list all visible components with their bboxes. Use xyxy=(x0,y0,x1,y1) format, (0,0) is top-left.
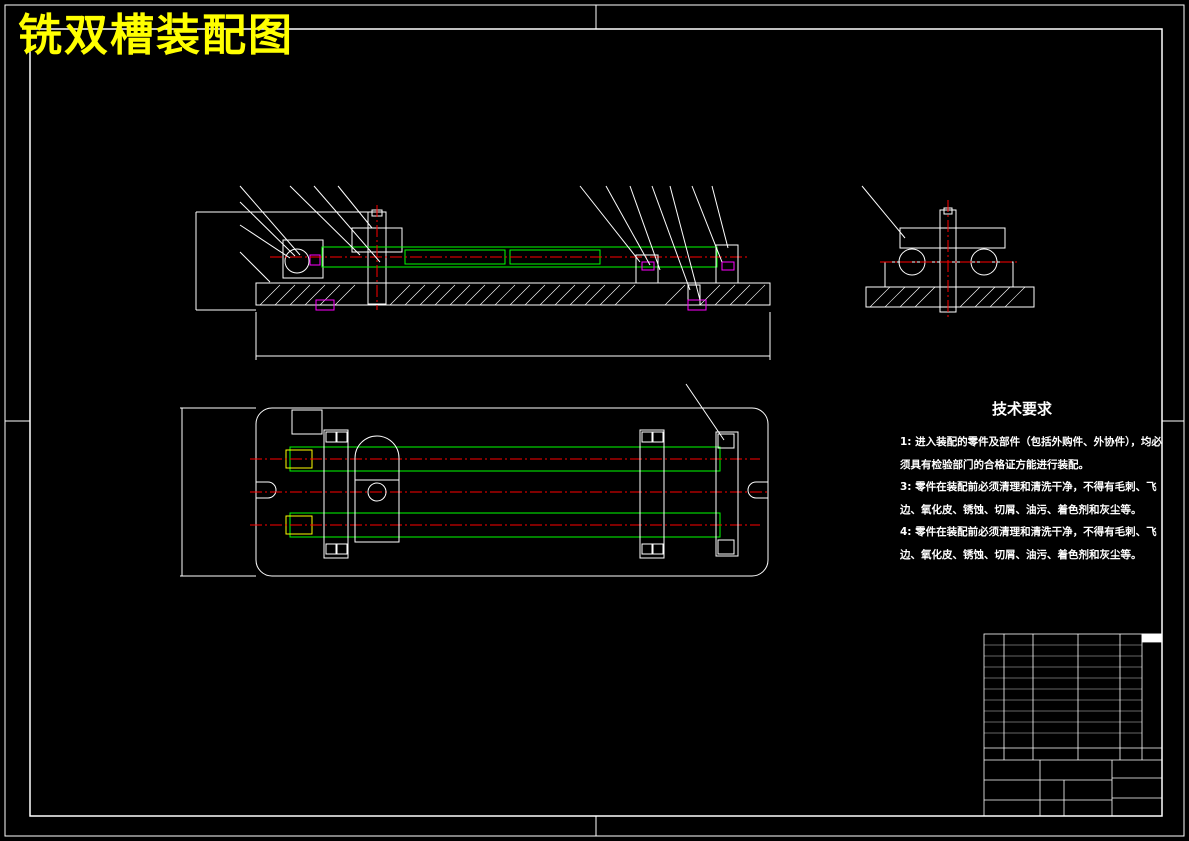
side-view xyxy=(861,185,1035,318)
technical-requirements: 技术要求 1: 进入装配的零件及部件（包括外购件、外协件），均必须具有检验部门的… xyxy=(900,398,1168,566)
technical-requirements-heading: 技术要求 xyxy=(992,400,1053,418)
top-view xyxy=(180,383,770,577)
drawing-title: 铣双槽装配图 xyxy=(18,10,294,61)
requirement-item: 1: 进入装配的零件及部件（包括外购件、外协件），均必须具有检验部门的合格证方能… xyxy=(900,436,1162,471)
requirement-item: 3: 零件在装配前必须清理和清洗干净，不得有毛刺、飞边、氧化皮、锈蚀、切屑、油污… xyxy=(900,481,1157,516)
title-block xyxy=(983,633,1163,817)
front-view xyxy=(195,185,771,360)
requirement-item: 4: 零件在装配前必须清理和清洗干净，不得有毛刺、飞边、氧化皮、锈蚀、切屑、油污… xyxy=(900,526,1157,561)
sheet-border xyxy=(4,4,1185,837)
